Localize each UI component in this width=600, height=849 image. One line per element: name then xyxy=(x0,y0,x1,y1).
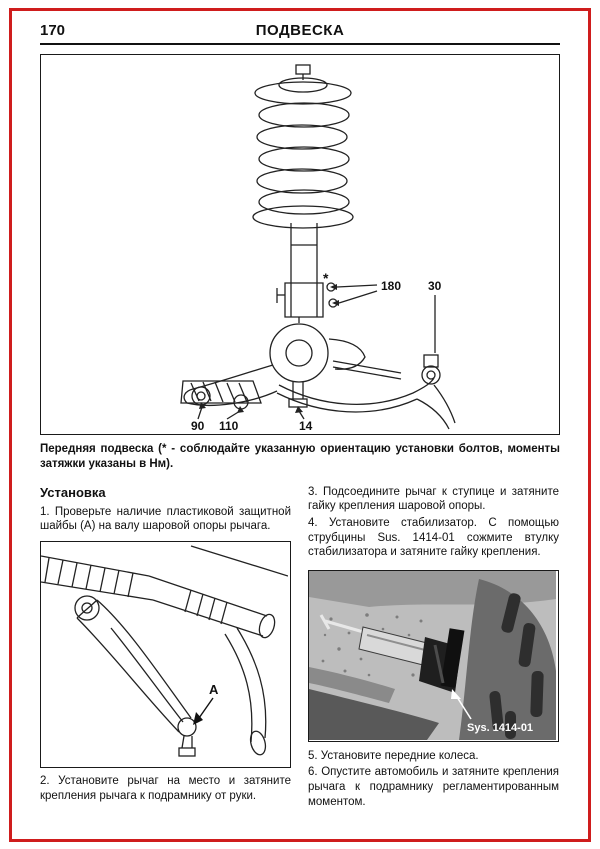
right-column: 3. Подсоедините рычаг к ступице и затяни… xyxy=(308,485,559,811)
main-figure-caption: Передняя подвеска (* - соблюдайте указан… xyxy=(40,443,560,470)
section-heading: Установка xyxy=(40,484,106,500)
control-arm-diagram: A xyxy=(41,545,288,757)
torque-label-110: 110 xyxy=(219,419,239,432)
step-5: 5. Установите передние колеса. xyxy=(308,749,479,762)
page-header: 170 ПОДВЕСКА xyxy=(40,22,560,45)
stabilizer-clamp-figure: Sys. 1414-01 xyxy=(308,569,559,742)
asterisk-mark: * xyxy=(323,270,329,286)
front-suspension-figure: 180 30 90 110 14 * xyxy=(40,54,560,435)
tool-label-arrowhead xyxy=(451,688,461,699)
control-arm-figure: A xyxy=(40,541,291,769)
step-3: 3. Подсоедините рычаг к ступице и затяни… xyxy=(308,485,559,513)
step-6: 6. Опустите автомобиль и затяните крепле… xyxy=(308,766,559,808)
torque-label-30: 30 xyxy=(428,279,442,293)
two-column-area: Установка 1. Проверьте наличие пластиков… xyxy=(40,485,560,811)
torque-label-180: 180 xyxy=(381,279,401,293)
stabilizer-clamp-photo: Sys. 1414-01 xyxy=(309,570,556,740)
label-a-arrowhead xyxy=(193,712,203,726)
torque-label-90: 90 xyxy=(191,419,205,432)
left-column: Установка 1. Проверьте наличие пластиков… xyxy=(40,485,291,811)
leader-arrowheads xyxy=(199,284,339,413)
step-1: 1. Проверьте наличие пластиковой защитно… xyxy=(40,505,291,533)
front-suspension-diagram: 180 30 90 110 14 * xyxy=(180,64,456,432)
page-title: ПОДВЕСКА xyxy=(255,22,345,39)
manual-page: 170 ПОДВЕСКА xyxy=(40,22,560,811)
tool-label: Sys. 1414-01 xyxy=(467,722,533,734)
clamp-tool xyxy=(319,614,465,693)
page-number: 170 xyxy=(40,22,66,39)
step-2: 2. Установите рычаг на место и затяните … xyxy=(40,775,291,802)
label-a: A xyxy=(209,682,219,697)
step-4: 4. Установите стабилизатор. С помощью ст… xyxy=(308,517,559,559)
torque-label-14: 14 xyxy=(299,419,313,432)
brake-disc-vents xyxy=(489,593,544,739)
